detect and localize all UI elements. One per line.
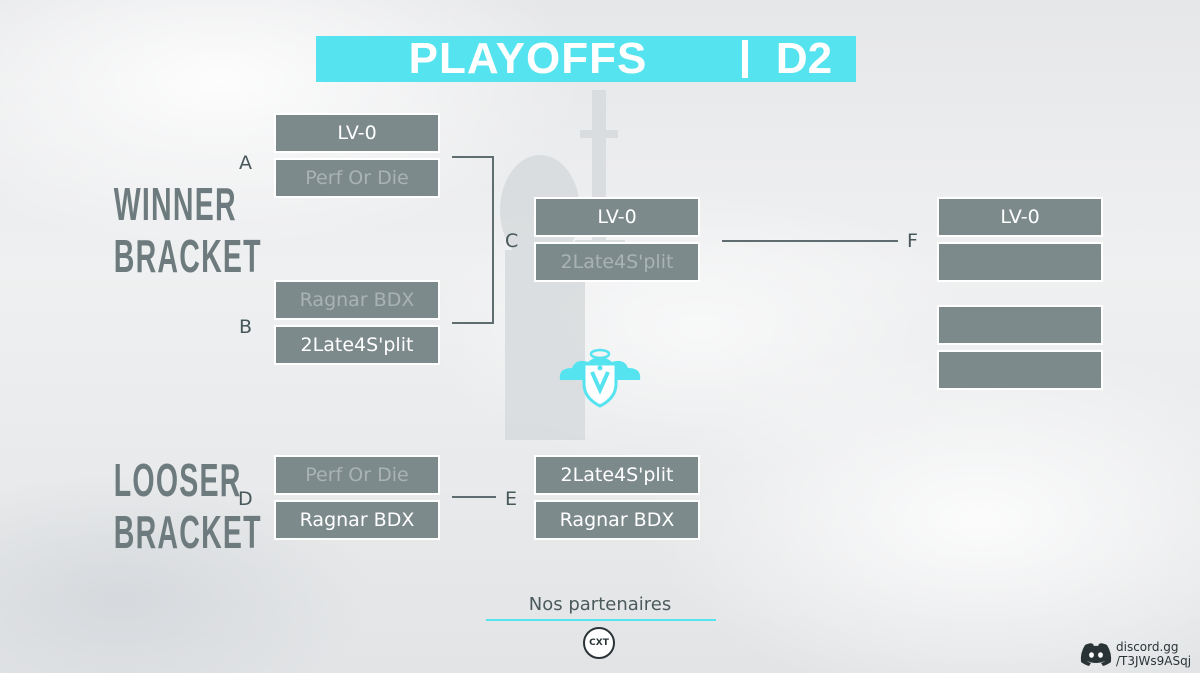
partners-label: Nos partenaires: [528, 594, 672, 615]
partners-underline: [486, 619, 716, 621]
title-separator: [742, 40, 748, 78]
match-f-letter: F: [907, 230, 918, 252]
discord-link[interactable]: discord.gg /T3JWs9ASqj: [1116, 640, 1192, 668]
connector-b: [452, 322, 494, 324]
shield-cloud-logo: [559, 348, 641, 408]
match-a-team2: Perf Or Die: [274, 158, 440, 198]
match-e-team1: 2Late4S'plit: [534, 455, 700, 495]
match-a-team1: LV-0: [274, 113, 440, 153]
match-d-team1: Perf Or Die: [274, 455, 440, 495]
match-b-team2: 2Late4S'plit: [274, 325, 440, 365]
division-label: D2: [775, 34, 833, 83]
match-a-letter: A: [239, 152, 252, 174]
cxt-badge-icon: CXT: [583, 627, 615, 659]
match-e-letter: E: [505, 488, 518, 510]
match-e-team2: Ragnar BDX: [534, 500, 700, 540]
loser-bracket-heading: LOOSER BRACKET: [113, 454, 262, 558]
title-bar: [316, 36, 856, 82]
match-c-team2: 2Late4S'plit: [534, 242, 700, 282]
discord-icon: [1080, 643, 1112, 666]
winner-bracket-heading: WINNER BRACKET: [113, 178, 262, 282]
match-c-team1: LV-0: [534, 197, 700, 237]
connector-ab-vertical: [492, 156, 494, 324]
page-title: PLAYOFFS: [408, 34, 648, 83]
match-d-letter: D: [238, 488, 253, 510]
match-b-team1: Ragnar BDX: [274, 280, 440, 320]
match-f-team3: [937, 305, 1103, 345]
match-f-team2: [937, 242, 1103, 282]
match-d-team2: Ragnar BDX: [274, 500, 440, 540]
connector-c-f: [722, 240, 898, 242]
connector-a: [452, 156, 494, 158]
match-b-letter: B: [239, 316, 253, 338]
connector-d-e: [452, 496, 496, 498]
match-f-team1: LV-0: [937, 197, 1103, 237]
match-c-letter: C: [505, 230, 519, 252]
match-f-team4: [937, 350, 1103, 390]
